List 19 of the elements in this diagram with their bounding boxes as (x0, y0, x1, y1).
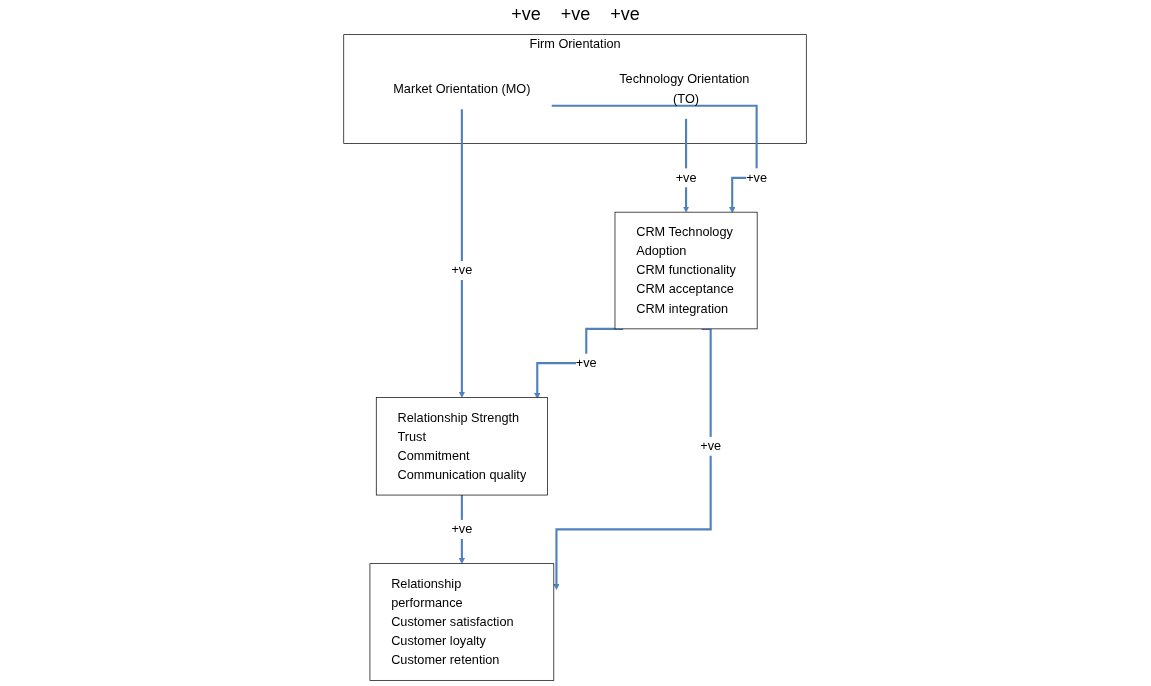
note-text: +ve (560, 4, 591, 25)
arrow (683, 117, 690, 213)
arrow (459, 494, 466, 564)
node-box: CRM Technology Adoption CRM functionality CRM acceptance CRM integration (615, 211, 758, 330)
edge-label: +ve (451, 263, 473, 278)
edge-label: +ve (451, 521, 473, 537)
arrow (553, 327, 713, 590)
edge-label: +ve (576, 355, 598, 370)
arrow (552, 104, 759, 214)
node-text: Market Orientation (MO) (393, 81, 531, 96)
arrow (459, 108, 466, 398)
edge-label: +ve (700, 438, 722, 453)
node-box: Relationship Strength Trust Commitment Communication quality (376, 397, 549, 496)
node-text: Technology Orientation (TO) (619, 72, 750, 106)
edge-label: +ve (746, 170, 768, 185)
edge-label: +ve (676, 170, 697, 185)
note-text: +ve (610, 4, 640, 25)
note-text: +ve (511, 4, 541, 25)
node-box: Relationship performance Customer satisfaction Customer loyalty Customer retention (370, 563, 555, 681)
